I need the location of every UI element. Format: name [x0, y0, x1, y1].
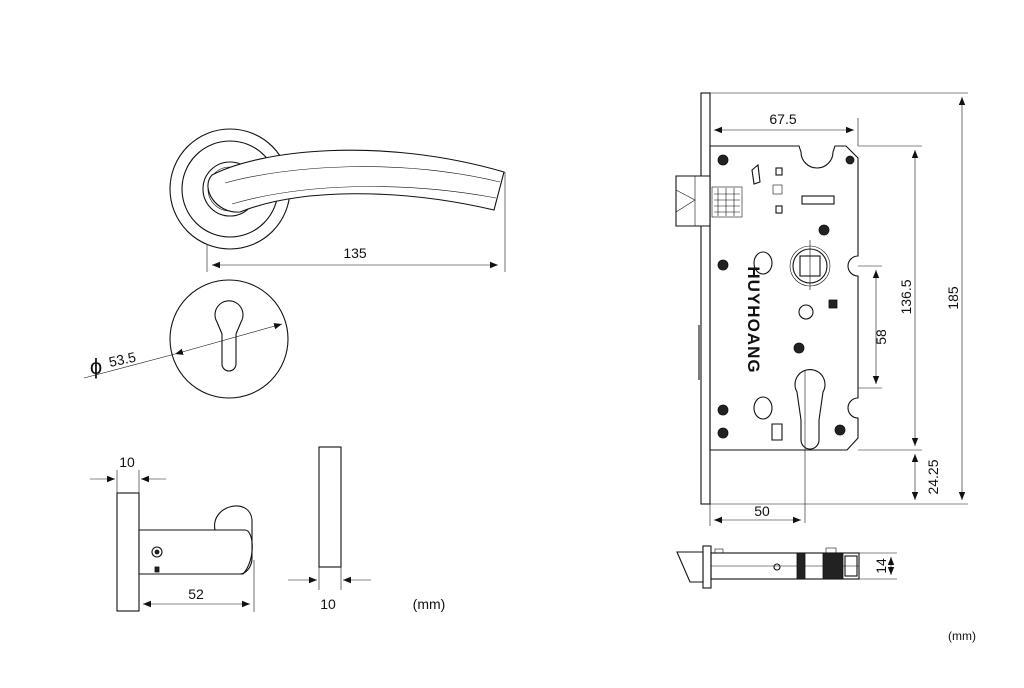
lever-handle-side-view [116, 492, 253, 612]
mortise-lock-body: HUYHOANG [675, 92, 859, 523]
backset-label: 50 [754, 503, 770, 519]
dimension-center-distance: 58 [858, 265, 889, 389]
escutcheon-rose [169, 279, 289, 399]
dimension-rose-thickness: 10 [90, 454, 166, 493]
rose-edge-thickness-label: 10 [320, 596, 336, 612]
dimension-cylinder-offset: 24.25 [911, 454, 941, 500]
cylinder-offset-label: 24.25 [925, 459, 941, 494]
rose-edge-view: 10 [288, 446, 371, 612]
handle-length-label: 135 [343, 245, 367, 261]
handle-projection-label: 52 [188, 586, 204, 602]
units-label-right: (mm) [948, 629, 976, 643]
dimension-handle-projection: 52 [143, 560, 255, 612]
dimension-faceplate-height: 185 [710, 92, 968, 505]
rose-thickness-label: 10 [119, 454, 135, 470]
dimension-backset-top: 67.5 [714, 111, 859, 146]
faceplate-height-label: 185 [945, 286, 961, 310]
dimension-rose-diameter: ϕ 53.5 [83, 323, 283, 379]
diameter-symbol: ϕ [90, 354, 102, 379]
dimension-backset: 50 [709, 503, 801, 526]
mortise-lock-side-view [676, 545, 860, 589]
rose-diameter-label: 53.5 [107, 349, 137, 370]
case-depth-label: 14 [873, 558, 889, 574]
dimension-case-height: 136.5 [858, 145, 922, 451]
case-height-label: 136.5 [898, 279, 914, 314]
units-label-left: (mm) [413, 596, 446, 612]
center-distance-label: 58 [873, 329, 889, 345]
lever-handle-top-view [169, 128, 505, 250]
dimension-handle-length: 135 [206, 172, 506, 272]
brand-lettering: HUYHOANG [744, 266, 763, 373]
dimension-case-depth: 14 [859, 552, 897, 580]
backset-top-label: 67.5 [769, 111, 796, 127]
